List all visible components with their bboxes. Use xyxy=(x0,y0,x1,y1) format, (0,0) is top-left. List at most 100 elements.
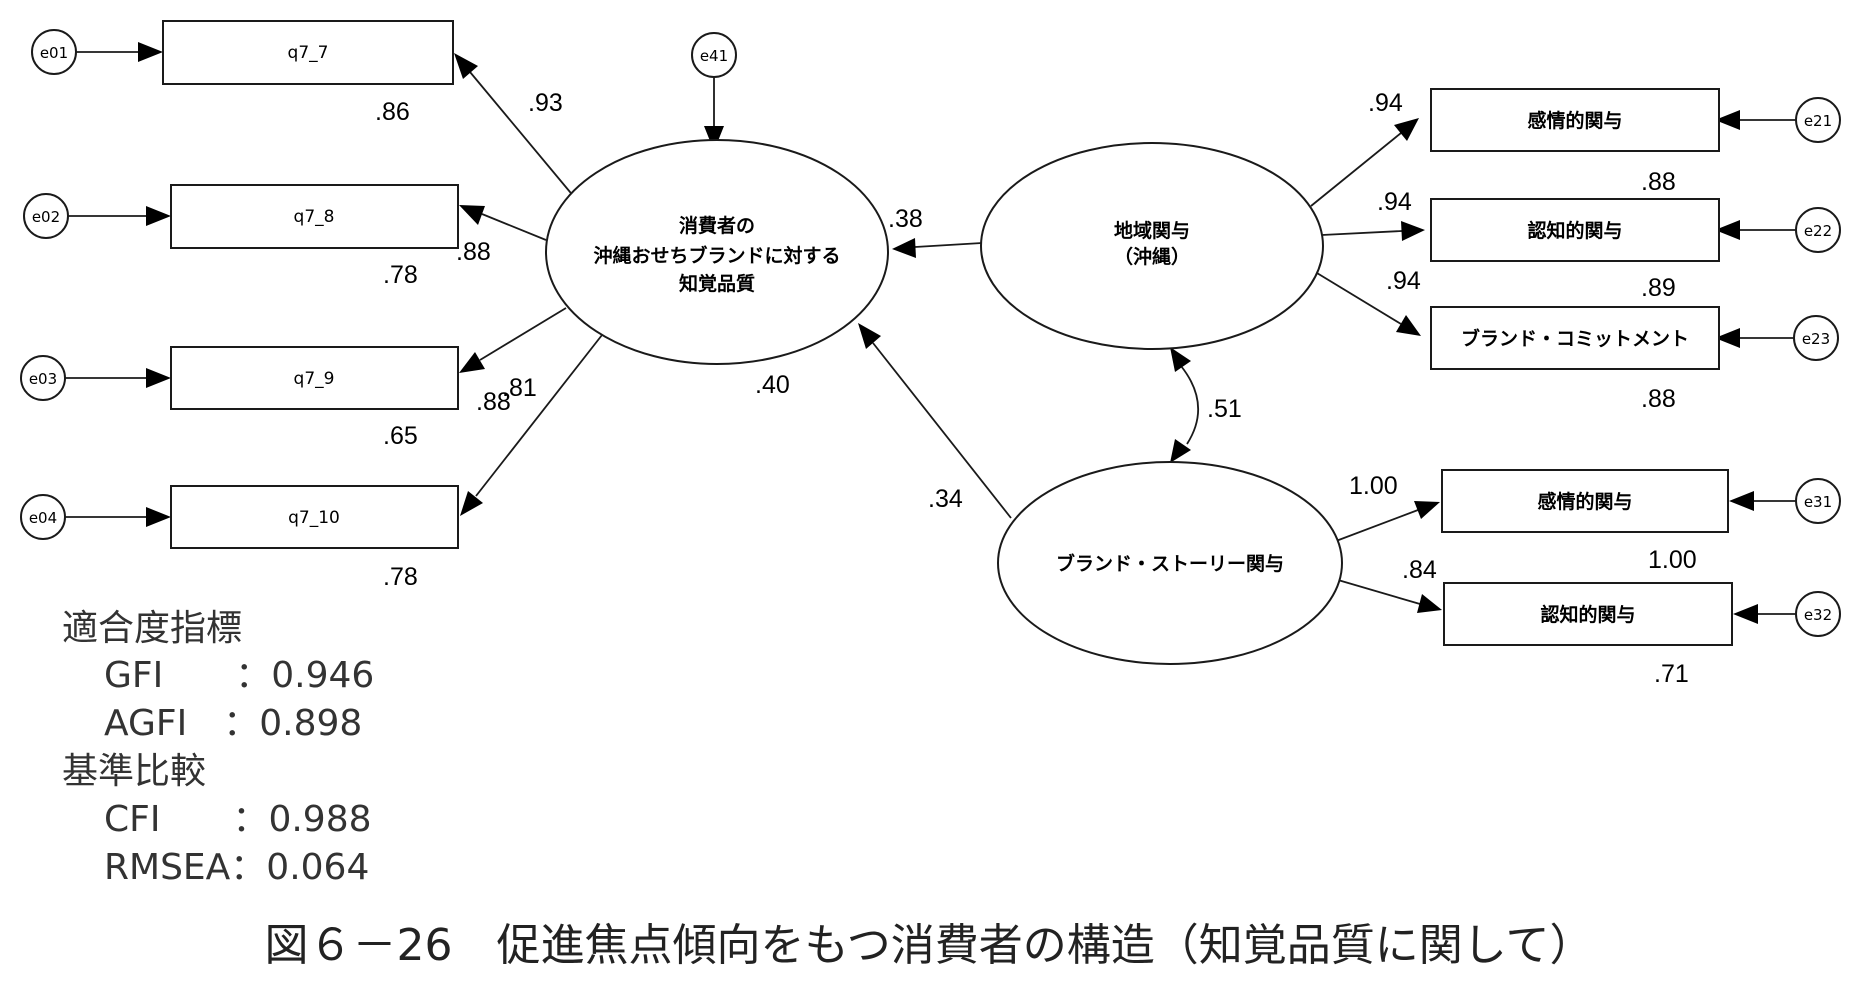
arrowhead xyxy=(146,507,171,527)
box-label: q7_9 xyxy=(294,369,335,389)
arrowhead xyxy=(1394,118,1419,141)
error-label: e22 xyxy=(1804,222,1832,240)
coef-loading: .81 xyxy=(502,374,537,402)
edge-regional-r3 xyxy=(1311,269,1402,325)
arrowhead xyxy=(460,491,483,516)
error-label: e04 xyxy=(29,509,57,527)
coef-loading: 1.00 xyxy=(1349,472,1398,500)
error-e02: e02 xyxy=(23,193,69,239)
latent-label: ブランド・ストーリー関与 xyxy=(1056,552,1284,575)
latent-label: （沖縄） xyxy=(1114,245,1190,268)
error-label: e41 xyxy=(700,47,728,65)
error-e03: e03 xyxy=(20,355,66,401)
coef-r2: .78 xyxy=(383,563,418,591)
coef-loading: .94 xyxy=(1386,267,1421,295)
box-regional-affective: 感情的関与 xyxy=(1430,88,1720,152)
arrowhead xyxy=(1729,491,1754,511)
fit-rmsea: RMSEA：0.064 xyxy=(104,847,369,888)
arrowhead xyxy=(138,42,163,62)
coef-r2: .40 xyxy=(755,371,790,399)
fit-indices: 適合度指標 GFI ：0.946 AGFI ：0.898 基準比較 CFI ：0… xyxy=(62,608,374,888)
coef-r2: .88 xyxy=(1641,385,1676,413)
fit-heading: 基準比較 xyxy=(62,751,206,792)
box-label: 認知的関与 xyxy=(1527,219,1622,242)
arrowhead xyxy=(1715,220,1740,240)
edge-cov-regional-story xyxy=(1180,365,1199,445)
coef-loading: .94 xyxy=(1368,89,1403,117)
arrowhead xyxy=(1170,439,1191,463)
box-q7-9: q7_9 xyxy=(170,346,459,410)
box-story-affective: 感情的関与 xyxy=(1441,469,1729,533)
arrowhead xyxy=(858,323,881,349)
box-q7-7: q7_7 xyxy=(162,20,454,85)
arrowhead xyxy=(1401,221,1425,241)
error-e22: e22 xyxy=(1795,207,1841,253)
coef-r2: .71 xyxy=(1654,660,1689,688)
box-brand-commitment: ブランド・コミットメント xyxy=(1430,306,1720,370)
error-label: e32 xyxy=(1804,606,1832,624)
arrowhead xyxy=(1715,110,1740,130)
arrowhead xyxy=(146,206,171,226)
error-e21: e21 xyxy=(1795,97,1841,143)
arrowhead xyxy=(146,368,171,388)
latent-label: 知覚品質 xyxy=(679,272,755,295)
box-q7-8: q7_8 xyxy=(170,184,459,249)
arrowhead xyxy=(704,126,724,151)
box-label: 感情的関与 xyxy=(1537,490,1632,513)
fit-cfi: CFI ：0.988 xyxy=(104,799,372,840)
figure-caption: 図６－26 促進焦点傾向をもつ消費者の構造（知覚品質に関して） xyxy=(265,920,1594,971)
coef-loading: .84 xyxy=(1402,556,1437,584)
error-label: e31 xyxy=(1804,493,1832,511)
error-e31: e31 xyxy=(1795,478,1841,524)
error-label: e21 xyxy=(1804,112,1832,130)
fit-gfi: GFI ：0.946 xyxy=(104,655,374,696)
error-e41: e41 xyxy=(691,32,737,78)
edge-story-s2 xyxy=(1337,579,1421,605)
error-label: e02 xyxy=(32,208,60,226)
arrowhead xyxy=(1396,315,1421,336)
edge-story-quality xyxy=(872,342,1012,519)
error-label: e01 xyxy=(40,44,68,62)
box-label: ブランド・コミットメント xyxy=(1461,327,1689,350)
latent-label: 沖縄おせちブランドに対する xyxy=(593,244,840,267)
error-e23: e23 xyxy=(1793,315,1839,361)
coef-r2: .89 xyxy=(1641,274,1676,302)
coef-loading: .88 xyxy=(456,238,491,266)
error-e32: e32 xyxy=(1795,591,1841,637)
fit-heading: 適合度指標 xyxy=(62,608,242,649)
arrowhead xyxy=(892,238,916,258)
arrowhead xyxy=(1414,501,1440,519)
box-label: q7_8 xyxy=(294,207,335,227)
coef-path: .34 xyxy=(928,485,963,513)
box-label: 感情的関与 xyxy=(1527,109,1622,132)
arrowhead xyxy=(1417,594,1442,613)
edge-quality-q710 xyxy=(475,334,603,497)
arrowhead xyxy=(1715,328,1740,348)
box-label: 認知的関与 xyxy=(1540,603,1635,626)
box-story-cognitive: 認知的関与 xyxy=(1443,582,1733,646)
box-q7-10: q7_10 xyxy=(170,485,459,549)
edge-regional-quality xyxy=(914,242,983,248)
error-label: e23 xyxy=(1802,330,1830,348)
coef-r2: .88 xyxy=(1641,168,1676,196)
latent-label: 地域関与 xyxy=(1114,219,1190,242)
arrowhead xyxy=(454,53,478,79)
coef-loading: .94 xyxy=(1377,188,1412,216)
edge-quality-q78 xyxy=(481,213,547,241)
error-label: e03 xyxy=(29,370,57,388)
latent-regional-involvement: 地域関与 （沖縄） xyxy=(980,142,1324,350)
coef-r2: .78 xyxy=(383,261,418,289)
box-regional-cognitive: 認知的関与 xyxy=(1430,198,1720,262)
box-label: q7_10 xyxy=(288,508,340,528)
coef-path: .38 xyxy=(888,205,923,233)
edge-quality-q79 xyxy=(479,307,567,361)
coef-covariance: .51 xyxy=(1207,395,1242,423)
fit-agfi: AGFI ：0.898 xyxy=(104,703,362,744)
edge-story-s1 xyxy=(1335,509,1419,542)
edge-regional-r1 xyxy=(1310,132,1402,207)
coef-loading: .88 xyxy=(476,388,511,416)
error-e01: e01 xyxy=(31,29,77,75)
coef-r2: 1.00 xyxy=(1648,546,1697,574)
error-e04: e04 xyxy=(20,494,66,540)
